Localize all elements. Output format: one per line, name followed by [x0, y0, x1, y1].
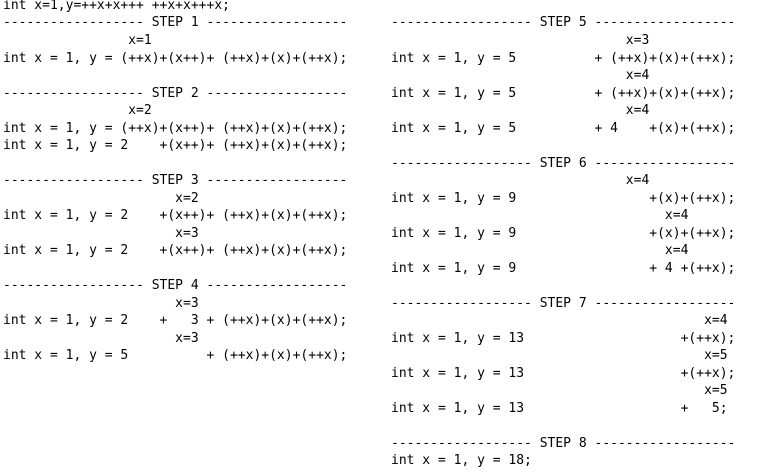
x-value-note: x=5	[391, 383, 728, 398]
x-value-note: x=3	[3, 296, 199, 311]
code-line: int x = 1, y = 5 + (++x)+(x)+(++x);	[3, 348, 348, 363]
x-value-note: x=3	[3, 331, 199, 346]
code-line: int x = 1, y = 13 +(++x);	[391, 366, 736, 381]
x-value-note: x=3	[391, 33, 650, 48]
x-value-note: x=4	[391, 208, 689, 223]
x-value-note: x=2	[3, 191, 199, 206]
code-line: int x = 1, y = 5 + 4 +(x)+(++x);	[391, 121, 736, 136]
code-line: int x = 1, y = (++x)+(x++)+ (++x)+(x)+(+…	[3, 121, 348, 136]
x-value-note: x=1	[3, 33, 152, 48]
code-line: int x = 1, y = 2 + 3 + (++x)+(x)+(++x);	[3, 313, 348, 328]
x-value-note: x=4	[391, 103, 650, 118]
x-value-note: x=3	[3, 226, 199, 241]
code-line: int x = 1, y = 9 + 4 +(++x);	[391, 261, 736, 276]
code-line: int x = 1, y = 5 + (++x)+(x)+(++x);	[391, 51, 736, 66]
x-value-note: x=2	[3, 103, 152, 118]
step-header: ------------------ STEP 2 --------------…	[3, 86, 348, 101]
code-line: int x = 1, y = 9 +(x)+(++x);	[391, 226, 736, 241]
step-header: ------------------ STEP 6 --------------…	[391, 156, 736, 171]
code-line: int x = 1, y = 2 +(x++)+ (++x)+(x)+(++x)…	[3, 243, 348, 258]
x-value-note: x=5	[391, 348, 728, 363]
step-header: ------------------ STEP 1 --------------…	[3, 15, 348, 30]
step-header: ------------------ STEP 8 --------------…	[391, 436, 736, 451]
x-value-note: x=4	[391, 243, 689, 258]
x-value-note: x=4	[391, 68, 650, 83]
code-line: int x = 1, y = (++x)+(x++)+ (++x)+(x)+(+…	[3, 51, 348, 66]
code-line: int x = 1, y = 2 +(x++)+ (++x)+(x)+(++x)…	[3, 208, 348, 223]
code-line: int x = 1, y = 13 +(++x);	[391, 331, 736, 346]
step-header: ------------------ STEP 5 --------------…	[391, 15, 736, 30]
step-header: ------------------ STEP 3 --------------…	[3, 173, 348, 188]
code-line: int x = 1, y = 5 + (++x)+(x)+(++x);	[391, 86, 736, 101]
code-line: int x=1,y=++x+x+++ ++x+x+++x;	[3, 0, 230, 13]
code-line: int x = 1, y = 13 + 5;	[391, 401, 728, 416]
code-line: int x = 1, y = 9 +(x)+(++x);	[391, 191, 736, 206]
code-line: int x = 1, y = 2 +(x++)+ (++x)+(x)+(++x)…	[3, 138, 348, 153]
x-value-note: x=4	[391, 173, 650, 188]
step-header: ------------------ STEP 7 --------------…	[391, 296, 736, 311]
x-value-note: x=4	[391, 313, 728, 328]
code-line: int x = 1, y = 18;	[391, 453, 532, 468]
step-header: ------------------ STEP 4 --------------…	[3, 278, 348, 293]
